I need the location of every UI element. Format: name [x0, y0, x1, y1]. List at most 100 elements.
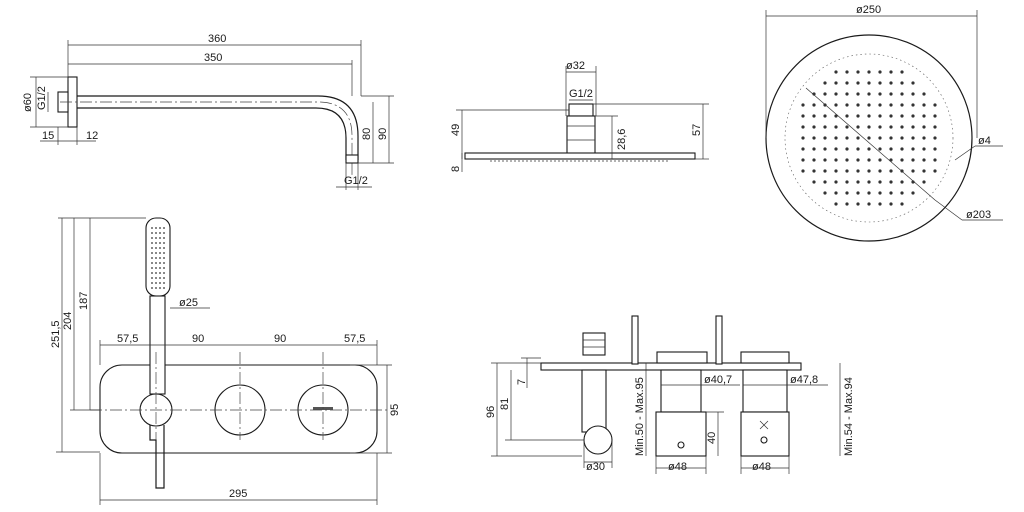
arm-tube-top: [77, 95, 359, 160]
nozzle-dot: [812, 114, 816, 118]
nozzle-dot: [911, 103, 915, 107]
dim-section-48-left: ø48: [668, 461, 687, 473]
nozzle-dot: [812, 136, 816, 140]
nozzle-dot: [889, 169, 893, 173]
dim-head-49: 49: [450, 124, 462, 136]
nozzle-dot: [867, 191, 871, 195]
nozzle-dot: [889, 191, 893, 195]
nozzle-dot: [889, 81, 893, 85]
nozzle-dot: [845, 191, 849, 195]
nozzle-dot: [867, 147, 871, 151]
nozzle-dot: [900, 147, 904, 151]
section-valve-left-base: [655, 411, 707, 457]
nozzle-dot: [834, 202, 838, 206]
nozzle-dot: [845, 92, 849, 96]
nozzle-dot: [834, 147, 838, 151]
nozzle-dot: [878, 114, 882, 118]
nozzle-dot: [867, 136, 871, 140]
nozzle-dot: [933, 103, 937, 107]
nozzle-dot: [801, 169, 805, 173]
handshower-nozzle-dot: [151, 237, 153, 239]
nozzle-dot: [834, 191, 838, 195]
section-valve-right-cap: [740, 351, 790, 364]
shower-head-top-view: ø250 ø4 ø203: [765, 4, 1003, 242]
arm-outlet: [345, 154, 359, 164]
nozzle-dot: [922, 114, 926, 118]
dim-nozzle-4: ø4: [978, 135, 991, 147]
nozzle-dot: [856, 114, 860, 118]
dim-hand-25: ø25: [179, 297, 198, 309]
dim-arm-360: 360: [208, 33, 226, 45]
nozzle-dot: [922, 169, 926, 173]
handshower-nozzle-dot: [155, 227, 157, 229]
handshower-nozzle-dot: [151, 267, 153, 269]
dim-range-left: Min.50 - Max.95: [634, 377, 646, 456]
nozzle-dot: [812, 147, 816, 151]
handshower-nozzle-dot: [151, 227, 153, 229]
nozzle-dot: [911, 114, 915, 118]
nozzle-dot: [911, 169, 915, 173]
nozzle-dot: [801, 114, 805, 118]
handshower-nozzle-dot: [163, 237, 165, 239]
handshower-nozzle-dot: [155, 277, 157, 279]
nozzle-dot: [900, 202, 904, 206]
nozzle-dot: [845, 103, 849, 107]
nozzle-grid: [801, 70, 937, 206]
handshower-nozzle-dot: [155, 247, 157, 249]
nozzle-dot: [867, 158, 871, 162]
nozzle-dot: [812, 169, 816, 173]
dim-front-295: 295: [229, 488, 247, 500]
nozzle-dot: [889, 180, 893, 184]
nozzle-dot: [889, 136, 893, 140]
dim-front-204: 204: [62, 312, 74, 330]
nozzle-dot: [834, 103, 838, 107]
nozzle-dot: [900, 136, 904, 140]
nozzle-dot: [933, 147, 937, 151]
handshower-nozzle-dot: [163, 227, 165, 229]
nozzle-dot: [878, 136, 882, 140]
nozzle-dot: [834, 92, 838, 96]
nozzle-dot: [922, 158, 926, 162]
nozzle-dot: [922, 147, 926, 151]
dim-arm-15: 15: [42, 130, 54, 142]
nozzle-dot: [834, 81, 838, 85]
nozzle-dot: [900, 81, 904, 85]
handshower-nozzle-dot: [155, 257, 157, 259]
handshower-head: [145, 217, 171, 297]
nozzle-dot: [823, 191, 827, 195]
nozzle-dot: [812, 103, 816, 107]
shower-head-side-view: ø32 G1/2 49 8 28,6 57: [450, 60, 709, 172]
nozzle-dot: [856, 169, 860, 173]
nozzle-dot: [812, 158, 816, 162]
nozzle-dot: [834, 180, 838, 184]
nozzle-dot: [878, 92, 882, 96]
nozzle-dot: [900, 191, 904, 195]
handshower-nozzle-dot: [155, 242, 157, 244]
nozzle-dot: [801, 125, 805, 129]
dim-arm-thread: G1/2: [36, 86, 48, 110]
handshower-nozzle-dot: [163, 247, 165, 249]
nozzle-dot: [823, 136, 827, 140]
shower-arm-view: 360 350 ø60 G1/2 15 12 90 80 G1/2: [22, 33, 394, 190]
nozzle-dot: [878, 191, 882, 195]
nozzle-dot: [845, 147, 849, 151]
nozzle-dot: [889, 70, 893, 74]
handshower-nozzle-dot: [159, 272, 161, 274]
dim-front-95: 95: [389, 404, 401, 416]
nozzle-dot: [933, 114, 937, 118]
nozzle-dot: [845, 136, 849, 140]
handshower-nozzle-dot: [155, 252, 157, 254]
nozzle-dot: [933, 136, 937, 140]
dim-range-right: Min.54 - Max.94: [843, 377, 855, 456]
dim-head-thread: G1/2: [569, 88, 593, 100]
arm-centerline: [60, 101, 353, 178]
handshower-nozzle-dot: [159, 232, 161, 234]
nozzle-dot: [856, 92, 860, 96]
handshower-nozzle-dot: [151, 272, 153, 274]
nozzle-dot: [834, 70, 838, 74]
nozzle-dot: [845, 158, 849, 162]
nozzle-dot: [933, 125, 937, 129]
nozzle-dot: [856, 103, 860, 107]
dim-arm-350: 350: [204, 52, 222, 64]
